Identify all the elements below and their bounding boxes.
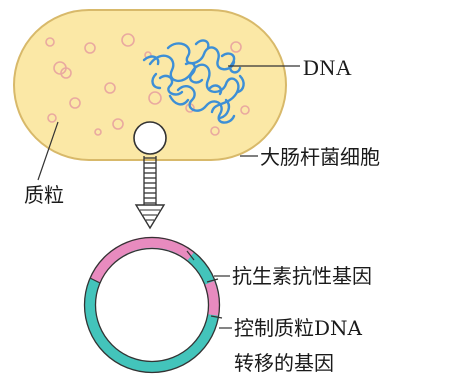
dna-label: DNA [303,57,352,79]
resistance-gene-segment [95,242,191,280]
plasmid-in-cell [134,122,166,154]
resistance-gene-label: 抗生素抗性基因 [232,266,372,286]
transfer-gene-label-line2: 转移的基因 [234,353,334,373]
cell-label: 大肠杆菌细胞 [260,147,380,167]
transfer-gene-label-line1: 控制质粒DNA [234,318,362,338]
plasmid-ring-inner-edge [96,249,209,362]
pink-segment-right [209,283,214,315]
down-arrow [136,156,164,228]
plasmid-label: 质粒 [24,185,64,205]
